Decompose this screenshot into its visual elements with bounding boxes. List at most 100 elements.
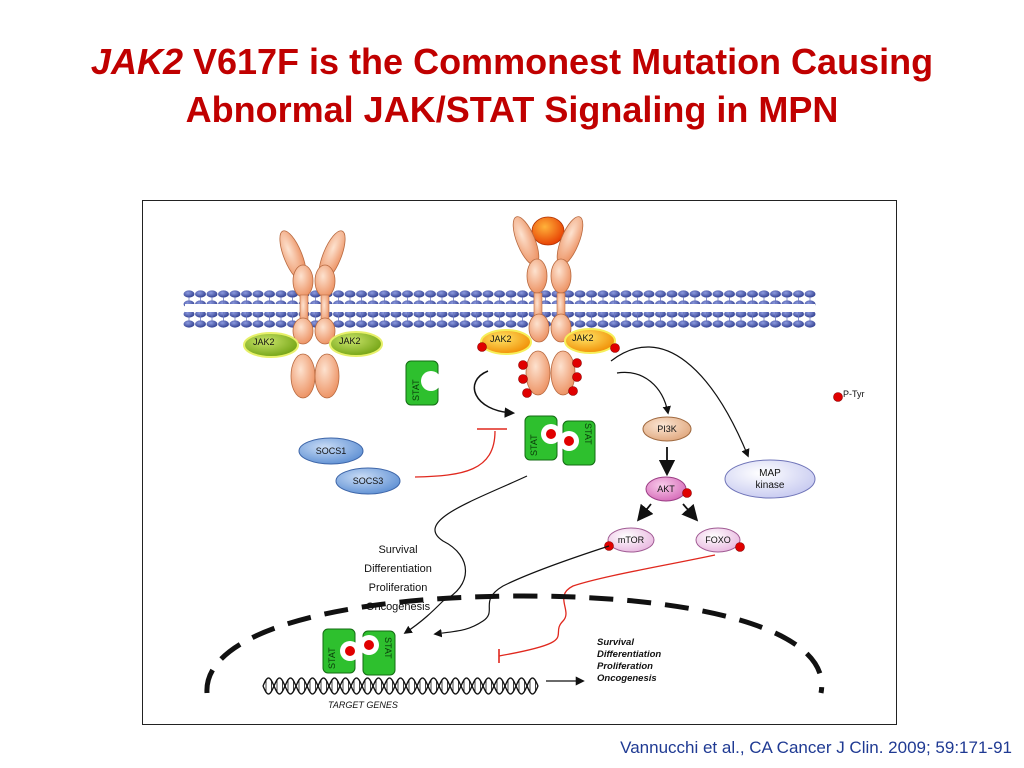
lipid-head xyxy=(356,290,367,298)
citation: Vannucchi et al., CA Cancer J Clin. 2009… xyxy=(620,738,1012,757)
lipid-head xyxy=(275,320,287,328)
lipid-head xyxy=(770,290,781,298)
lipid-head xyxy=(344,320,356,328)
lipid-head xyxy=(264,320,275,328)
mtor: mTOR xyxy=(604,527,655,553)
lipid-head xyxy=(252,320,264,328)
outcome-right-3: Proliferation xyxy=(597,661,653,672)
lipid-head xyxy=(390,290,402,298)
lipid-head xyxy=(448,290,459,298)
lipid-head xyxy=(344,290,356,298)
slide-title: JAK2 V617F is the Commonest Mutation Cau… xyxy=(0,38,1024,134)
lipid-head xyxy=(563,290,574,298)
p-tyr-legend: P-Tyr xyxy=(833,389,865,402)
lipid-head xyxy=(402,290,413,298)
lipid-head xyxy=(701,290,712,298)
map-kinase-line1: MAP xyxy=(759,468,781,479)
lipid-head xyxy=(471,320,482,328)
stat-dimer-right-label: STAT xyxy=(583,423,593,445)
socs3: SOCS3 xyxy=(335,467,401,495)
lipid-head xyxy=(793,320,804,328)
lipid-head xyxy=(333,290,344,298)
stat-dimer-left-label: STAT xyxy=(529,434,539,456)
outcomes-nucleus: Survival Differentiation Proliferation O… xyxy=(597,637,661,684)
lipid-head xyxy=(195,290,206,298)
jak2-inactive-left: JAK2 xyxy=(243,332,299,358)
lipid-head xyxy=(678,290,689,298)
lipid-head xyxy=(712,320,724,328)
jak2-active-left: JAK2 xyxy=(480,329,532,355)
lipid-head xyxy=(793,290,804,298)
lipid-head xyxy=(735,290,747,298)
lipid-head xyxy=(229,320,241,328)
outcome-left-1: Survival xyxy=(378,544,417,556)
outcome-left-3: Proliferation xyxy=(369,582,428,594)
jak2-inactive-left-label: JAK2 xyxy=(253,337,275,347)
cytokine-ligand xyxy=(531,216,565,246)
lipid-head xyxy=(183,320,195,328)
lipid-head xyxy=(218,290,229,298)
lipid-head xyxy=(425,290,436,298)
akt: AKT xyxy=(645,476,692,502)
lipid-head xyxy=(620,320,632,328)
lipid-head xyxy=(390,320,402,328)
lipid-head xyxy=(517,290,528,298)
lipid-head xyxy=(333,320,344,328)
lipid-head xyxy=(494,320,505,328)
lipid-head xyxy=(505,320,517,328)
arrow-to-pi3k xyxy=(616,371,671,415)
pathway-figure: JAK2 JAK2 JAK2 JAK2 xyxy=(142,200,897,725)
outcome-left-2: Differentiation xyxy=(364,563,432,575)
pi3k-label: PI3K xyxy=(657,424,677,434)
lipid-head xyxy=(758,320,770,328)
stat-nucleus-left-label: STAT xyxy=(327,647,337,669)
lipid-head xyxy=(747,290,758,298)
lipid-head xyxy=(724,320,735,328)
lipid-head xyxy=(218,320,229,328)
receptor-active xyxy=(512,216,584,396)
receptor-p-tyr-sites xyxy=(477,342,620,398)
lipid-head xyxy=(379,290,390,298)
lipid-head xyxy=(471,290,482,298)
lipid-head xyxy=(632,290,643,298)
lipid-head xyxy=(367,290,379,298)
title-line2: Abnormal JAK/STAT Signaling in MPN xyxy=(185,89,839,130)
lipid-head xyxy=(724,290,735,298)
lipid-head xyxy=(264,290,275,298)
mtor-to-nucleus-arrow xyxy=(433,545,610,638)
lipid-head xyxy=(643,320,655,328)
lipid-head xyxy=(666,290,678,298)
arrow-to-map-kinase xyxy=(610,346,750,458)
lipid-head xyxy=(505,290,517,298)
arrow-akt-foxo xyxy=(681,503,699,522)
lipid-head xyxy=(275,290,287,298)
jak2-active-right: JAK2 xyxy=(564,328,616,354)
lipid-head xyxy=(643,290,655,298)
lipid-head xyxy=(379,320,390,328)
lipid-head xyxy=(183,290,195,298)
lipid-head xyxy=(252,290,264,298)
stat-dimer-nucleus: STAT STAT xyxy=(322,628,396,676)
lipid-head xyxy=(425,320,436,328)
lipid-head xyxy=(747,320,758,328)
map-kinase-line2: kinase xyxy=(756,480,785,491)
lipid-head xyxy=(206,320,218,328)
lipid-head xyxy=(482,290,494,298)
lipid-head xyxy=(367,320,379,328)
lipid-head xyxy=(609,320,620,328)
jak2-inactive-right: JAK2 xyxy=(329,331,383,357)
jak2-active-right-label: JAK2 xyxy=(572,333,594,343)
lipid-head xyxy=(689,290,701,298)
lipid-head xyxy=(781,320,793,328)
akt-label: AKT xyxy=(657,484,675,494)
stat-recruitment-arrow xyxy=(473,370,516,418)
p-tyr-legend-label: P-Tyr xyxy=(843,389,865,399)
lipid-head xyxy=(655,320,666,328)
lipid-head xyxy=(413,290,425,298)
lipid-head xyxy=(689,320,701,328)
foxo-label: FOXO xyxy=(705,535,731,545)
lipid-head xyxy=(448,320,459,328)
socs1-label: SOCS1 xyxy=(316,446,347,456)
lipid-head xyxy=(712,290,724,298)
lipid-head xyxy=(574,290,586,298)
